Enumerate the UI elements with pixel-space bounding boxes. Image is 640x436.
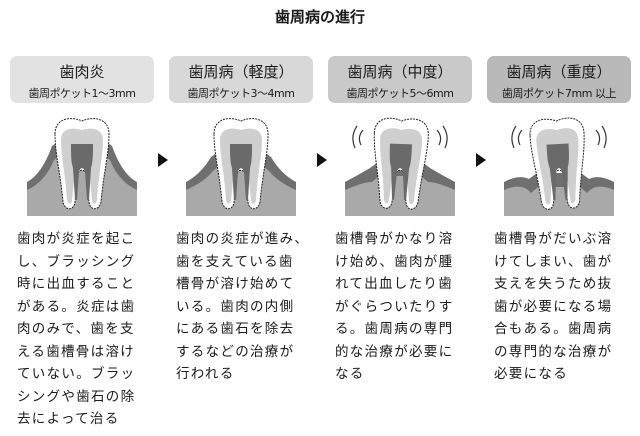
pocket-depth: 歯周ポケット5～6mm — [346, 87, 454, 100]
description-line: 槽骨が溶け始めて — [176, 276, 295, 292]
tooth-illustration — [345, 112, 455, 216]
tooth-illustration — [186, 112, 296, 216]
stage-name: 歯周病（重度） — [506, 63, 612, 81]
stage-description: 歯槽骨がだいぶ溶けてしまい、歯が支えを失うため抜歯が必要になる場合もある。歯周病… — [494, 228, 640, 386]
stage-description: 歯肉の炎症が進み、歯を支えている歯槽骨が溶け始めている。歯肉の内側にある歯石を除… — [176, 228, 326, 386]
description-line: なる — [335, 366, 365, 382]
stage-description: 歯槽骨がかなり溶け始め、歯肉が腫れて出血したり歯がぐらついたりする。歯周病の専門… — [335, 228, 485, 386]
description-line: 支えを失うため抜 — [494, 276, 613, 292]
stage-header: 歯周病（中度） 歯周ポケット5～6mm — [328, 56, 472, 103]
stage-name: 歯肉炎 — [59, 63, 105, 81]
description-line: れて出血したり歯 — [335, 276, 453, 292]
tooth-pulp — [546, 143, 569, 201]
description-line: 歯槽骨がかなり溶 — [335, 231, 454, 247]
pocket-depth: 歯周ポケット1～3mm — [28, 87, 136, 100]
description-line: シングや歯石の除 — [17, 388, 136, 405]
tooth-pulp — [71, 144, 93, 200]
tooth-pulp — [389, 143, 412, 201]
bone — [186, 165, 296, 216]
diagram-title: 歯周病の進行 — [274, 8, 365, 26]
description-line: 歯肉が炎症を起こ — [17, 231, 136, 247]
pocket-depth: 歯周ポケット3～4mm — [187, 87, 295, 100]
description-line: 的な治療が必要に — [335, 343, 454, 360]
description-line: ていない。ブラッ — [17, 366, 136, 382]
description-line: 合もある。歯周病 — [494, 321, 613, 337]
bone — [345, 176, 455, 216]
stage-header: 歯肉炎歯周ポケット1～3mm — [10, 56, 154, 103]
description-line: 歯が必要になる場 — [494, 298, 613, 315]
description-line: するなどの治療が — [176, 343, 295, 360]
description-line: 肉のみで、歯を支 — [17, 321, 135, 337]
description-line: 時に出血すること — [17, 276, 136, 292]
stage-header: 歯周病（重度） 歯周ポケット7mm 以上 — [487, 56, 631, 103]
description-line: がある。炎症は歯 — [17, 298, 136, 315]
stage-header: 歯周病（軽度） 歯周ポケット3～4mm — [169, 56, 313, 103]
description-line: 歯肉の炎症が進み、 — [176, 231, 310, 247]
wobble-marks-icon — [511, 125, 607, 149]
tooth-illustration — [504, 112, 614, 216]
tooth-pulp — [230, 144, 252, 200]
tooth-illustration — [27, 112, 137, 216]
description-line: いる。歯肉の内側 — [176, 298, 295, 315]
description-line: 行われる — [176, 366, 235, 382]
bone — [27, 154, 137, 216]
bone — [504, 186, 614, 216]
description-line: える歯槽骨は溶け — [17, 343, 135, 360]
description-line: し、ブラッシング — [17, 253, 136, 270]
stage-description: 歯肉が炎症を起こし、ブラッシング時に出血することがある。炎症は歯肉のみで、歯を支… — [17, 228, 167, 431]
description-line: 歯槽骨がだいぶ溶 — [494, 231, 613, 247]
arrow-right-icon — [158, 153, 168, 167]
description-line: 歯を支えている歯 — [176, 253, 294, 270]
description-line: る。歯周病の専門 — [335, 321, 454, 337]
pocket-depth: 歯周ポケット7mm 以上 — [502, 87, 616, 100]
description-line: にある歯石を除去 — [176, 321, 295, 337]
description-line: けてしまい、歯が — [494, 253, 613, 270]
description-line: 必要になる — [494, 366, 568, 382]
description-line: 去によって治る — [17, 411, 120, 427]
arrow-right-icon — [317, 153, 327, 167]
wobble-marks-icon — [352, 125, 448, 149]
description-line: け始め、歯肉が腫 — [335, 253, 454, 270]
description-line: がぐらついたりす — [335, 298, 454, 315]
stage-name: 歯周病（中度） — [347, 63, 453, 81]
description-line: の専門的な治療が — [494, 343, 613, 360]
stage-name: 歯周病（軽度） — [188, 63, 294, 81]
arrow-right-icon — [476, 153, 486, 167]
